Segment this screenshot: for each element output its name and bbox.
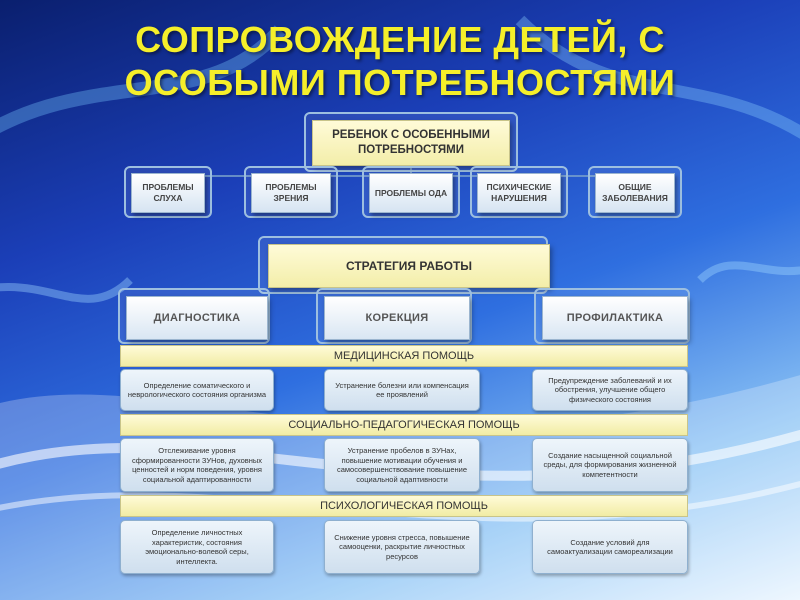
strategy-node: СТРАТЕГИЯ РАБОТЫ (268, 244, 550, 288)
approach-diagnostics: ДИАГНОСТИКА (126, 296, 268, 340)
title-line-1: СОПРОВОЖДЕНИЕ ДЕТЕЙ, С (135, 19, 665, 60)
problem-vision: ПРОБЛЕМЫ ЗРЕНИЯ (251, 173, 331, 213)
medical-correction-cell: Устранение болезни или компенсация ее пр… (324, 369, 480, 411)
problem-general: ОБЩИЕ ЗАБОЛЕВАНИЯ (595, 173, 675, 213)
psych-diagnostics-cell: Определение личностных характеристик, со… (120, 520, 274, 574)
approach-correction: КОРЕКЦИЯ (324, 296, 470, 340)
title-line-2: ОСОБЫМИ ПОТРЕБНОСТЯМИ (124, 62, 676, 103)
problem-mental: ПСИХИЧЕСКИЕ НАРУШЕНИЯ (477, 173, 561, 213)
approach-prevention: ПРОФИЛАКТИКА (542, 296, 688, 340)
social-prevention-cell: Создание насыщенной социальной среды, дл… (532, 438, 688, 492)
section-heading-psychological: ПСИХОЛОГИЧЕСКАЯ ПОМОЩЬ (120, 495, 688, 517)
medical-prevention-cell: Предупреждение заболеваний и их обострен… (532, 369, 688, 411)
medical-diagnostics-cell: Определение соматического и неврологичес… (120, 369, 274, 411)
section-heading-medical: МЕДИЦИНСКАЯ ПОМОЩЬ (120, 345, 688, 367)
problem-hearing: ПРОБЛЕМЫ СЛУХА (131, 173, 205, 213)
social-correction-cell: Устранение пробелов в ЗУНах, повышение м… (324, 438, 480, 492)
psych-prevention-cell: Создание условий для самоактуализации са… (532, 520, 688, 574)
section-heading-social: СОЦИАЛЬНО-ПЕДАГОГИЧЕСКАЯ ПОМОЩЬ (120, 414, 688, 436)
page-title: СОПРОВОЖДЕНИЕ ДЕТЕЙ, С ОСОБЫМИ ПОТРЕБНОС… (0, 18, 800, 104)
problem-oda: ПРОБЛЕМЫ ОДА (369, 173, 453, 213)
social-diagnostics-cell: Отслеживание уровня сформированности ЗУН… (120, 438, 274, 492)
root-node: РЕБЕНОК С ОСОБЕННЫМИ ПОТРЕБНОСТЯМИ (312, 120, 510, 166)
psych-correction-cell: Снижение уровня стресса, повышение самоо… (324, 520, 480, 574)
